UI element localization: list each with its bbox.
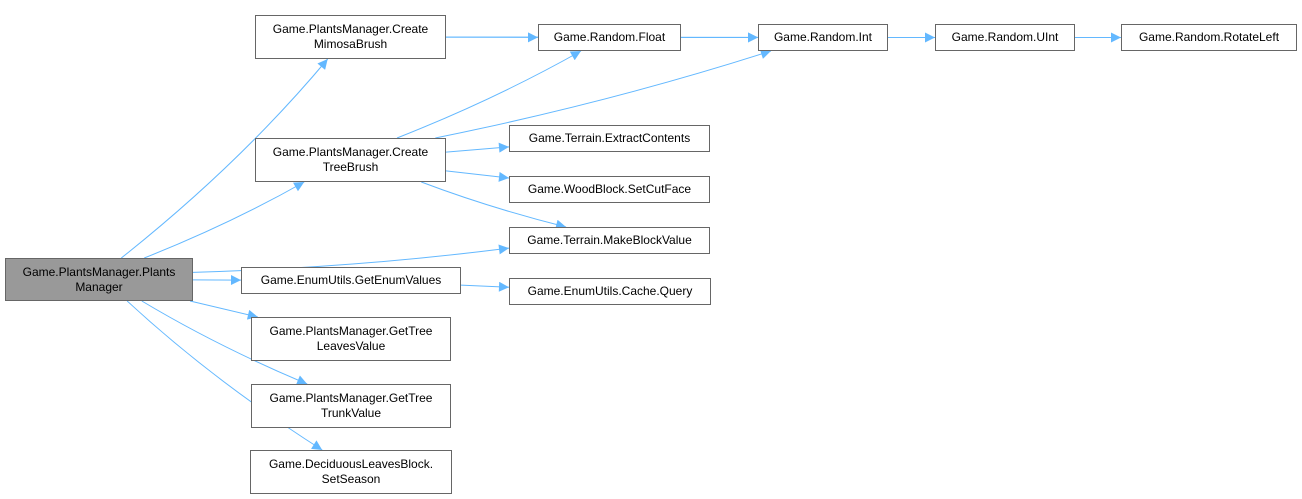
- node-label: Game.WoodBlock.SetCutFace: [527, 182, 692, 196]
- node-cutface[interactable]: Game.WoodBlock.SetCutFace: [509, 176, 710, 203]
- node-mimosa[interactable]: Game.PlantsManager.Create MimosaBrush: [255, 15, 446, 59]
- node-label: Game.Terrain.MakeBlockValue: [527, 233, 692, 247]
- node-label: Game.Random.RotateLeft: [1138, 30, 1280, 44]
- edge-root-to-season: [126, 300, 323, 451]
- node-enumvals[interactable]: Game.EnumUtils.GetEnumValues: [241, 267, 461, 294]
- node-mbv[interactable]: Game.Terrain.MakeBlockValue: [509, 227, 710, 254]
- node-float[interactable]: Game.Random.Float: [538, 24, 681, 51]
- node-label: TreeBrush: [322, 160, 379, 174]
- node-label: LeavesValue: [316, 339, 386, 353]
- edge-tree-to-int: [435, 49, 772, 139]
- node-trunk[interactable]: Game.PlantsManager.GetTree TrunkValue: [251, 384, 451, 428]
- node-label: Game.EnumUtils.Cache.Query: [527, 284, 693, 298]
- edge-root-to-mbv: [192, 244, 510, 273]
- node-label: MimosaBrush: [313, 37, 388, 51]
- node-label: Manager: [75, 279, 123, 294]
- edge-tree-to-float: [396, 50, 582, 139]
- node-label: Game.PlantsManager.Create: [272, 145, 429, 159]
- node-label: Game.Random.UInt: [951, 30, 1059, 44]
- edge-tree-to-cutface: [445, 170, 510, 182]
- edge-root-to-tree: [144, 181, 305, 259]
- node-label: Game.PlantsManager.GetTree: [269, 391, 433, 405]
- node-label: Game.Random.Int: [773, 30, 873, 44]
- edge-tree-to-extract: [445, 142, 510, 153]
- node-label: Game.EnumUtils.GetEnumValues: [260, 273, 442, 287]
- node-root[interactable]: Game.PlantsManager.Plants Manager: [5, 258, 193, 301]
- node-season[interactable]: Game.DeciduousLeavesBlock. SetSeason: [250, 450, 452, 494]
- edge-tree-to-mbv: [421, 181, 567, 230]
- edge-root-to-trunk: [141, 300, 308, 385]
- node-label: Game.Random.Float: [553, 30, 666, 44]
- edge-root-to-leaves: [189, 300, 258, 320]
- node-label: Game.PlantsManager.Create: [272, 22, 429, 36]
- node-label: Game.Terrain.ExtractContents: [528, 131, 691, 145]
- node-label: TrunkValue: [320, 406, 382, 420]
- edge-root-to-mimosa: [120, 58, 329, 259]
- node-leaves[interactable]: Game.PlantsManager.GetTree LeavesValue: [251, 317, 451, 361]
- node-rotl[interactable]: Game.Random.RotateLeft: [1121, 24, 1297, 51]
- node-label: Game.DeciduousLeavesBlock.: [268, 457, 434, 471]
- node-label: Game.PlantsManager.Plants: [22, 264, 176, 279]
- node-uint[interactable]: Game.Random.UInt: [935, 24, 1075, 51]
- node-tree[interactable]: Game.PlantsManager.Create TreeBrush: [255, 138, 446, 182]
- node-query[interactable]: Game.EnumUtils.Cache.Query: [509, 278, 711, 305]
- node-extract[interactable]: Game.Terrain.ExtractContents: [509, 125, 710, 152]
- edge-enumvals-to-query: [460, 281, 510, 292]
- node-label: SetSeason: [321, 472, 381, 486]
- node-label: Game.PlantsManager.GetTree: [269, 324, 433, 338]
- node-int[interactable]: Game.Random.Int: [758, 24, 888, 51]
